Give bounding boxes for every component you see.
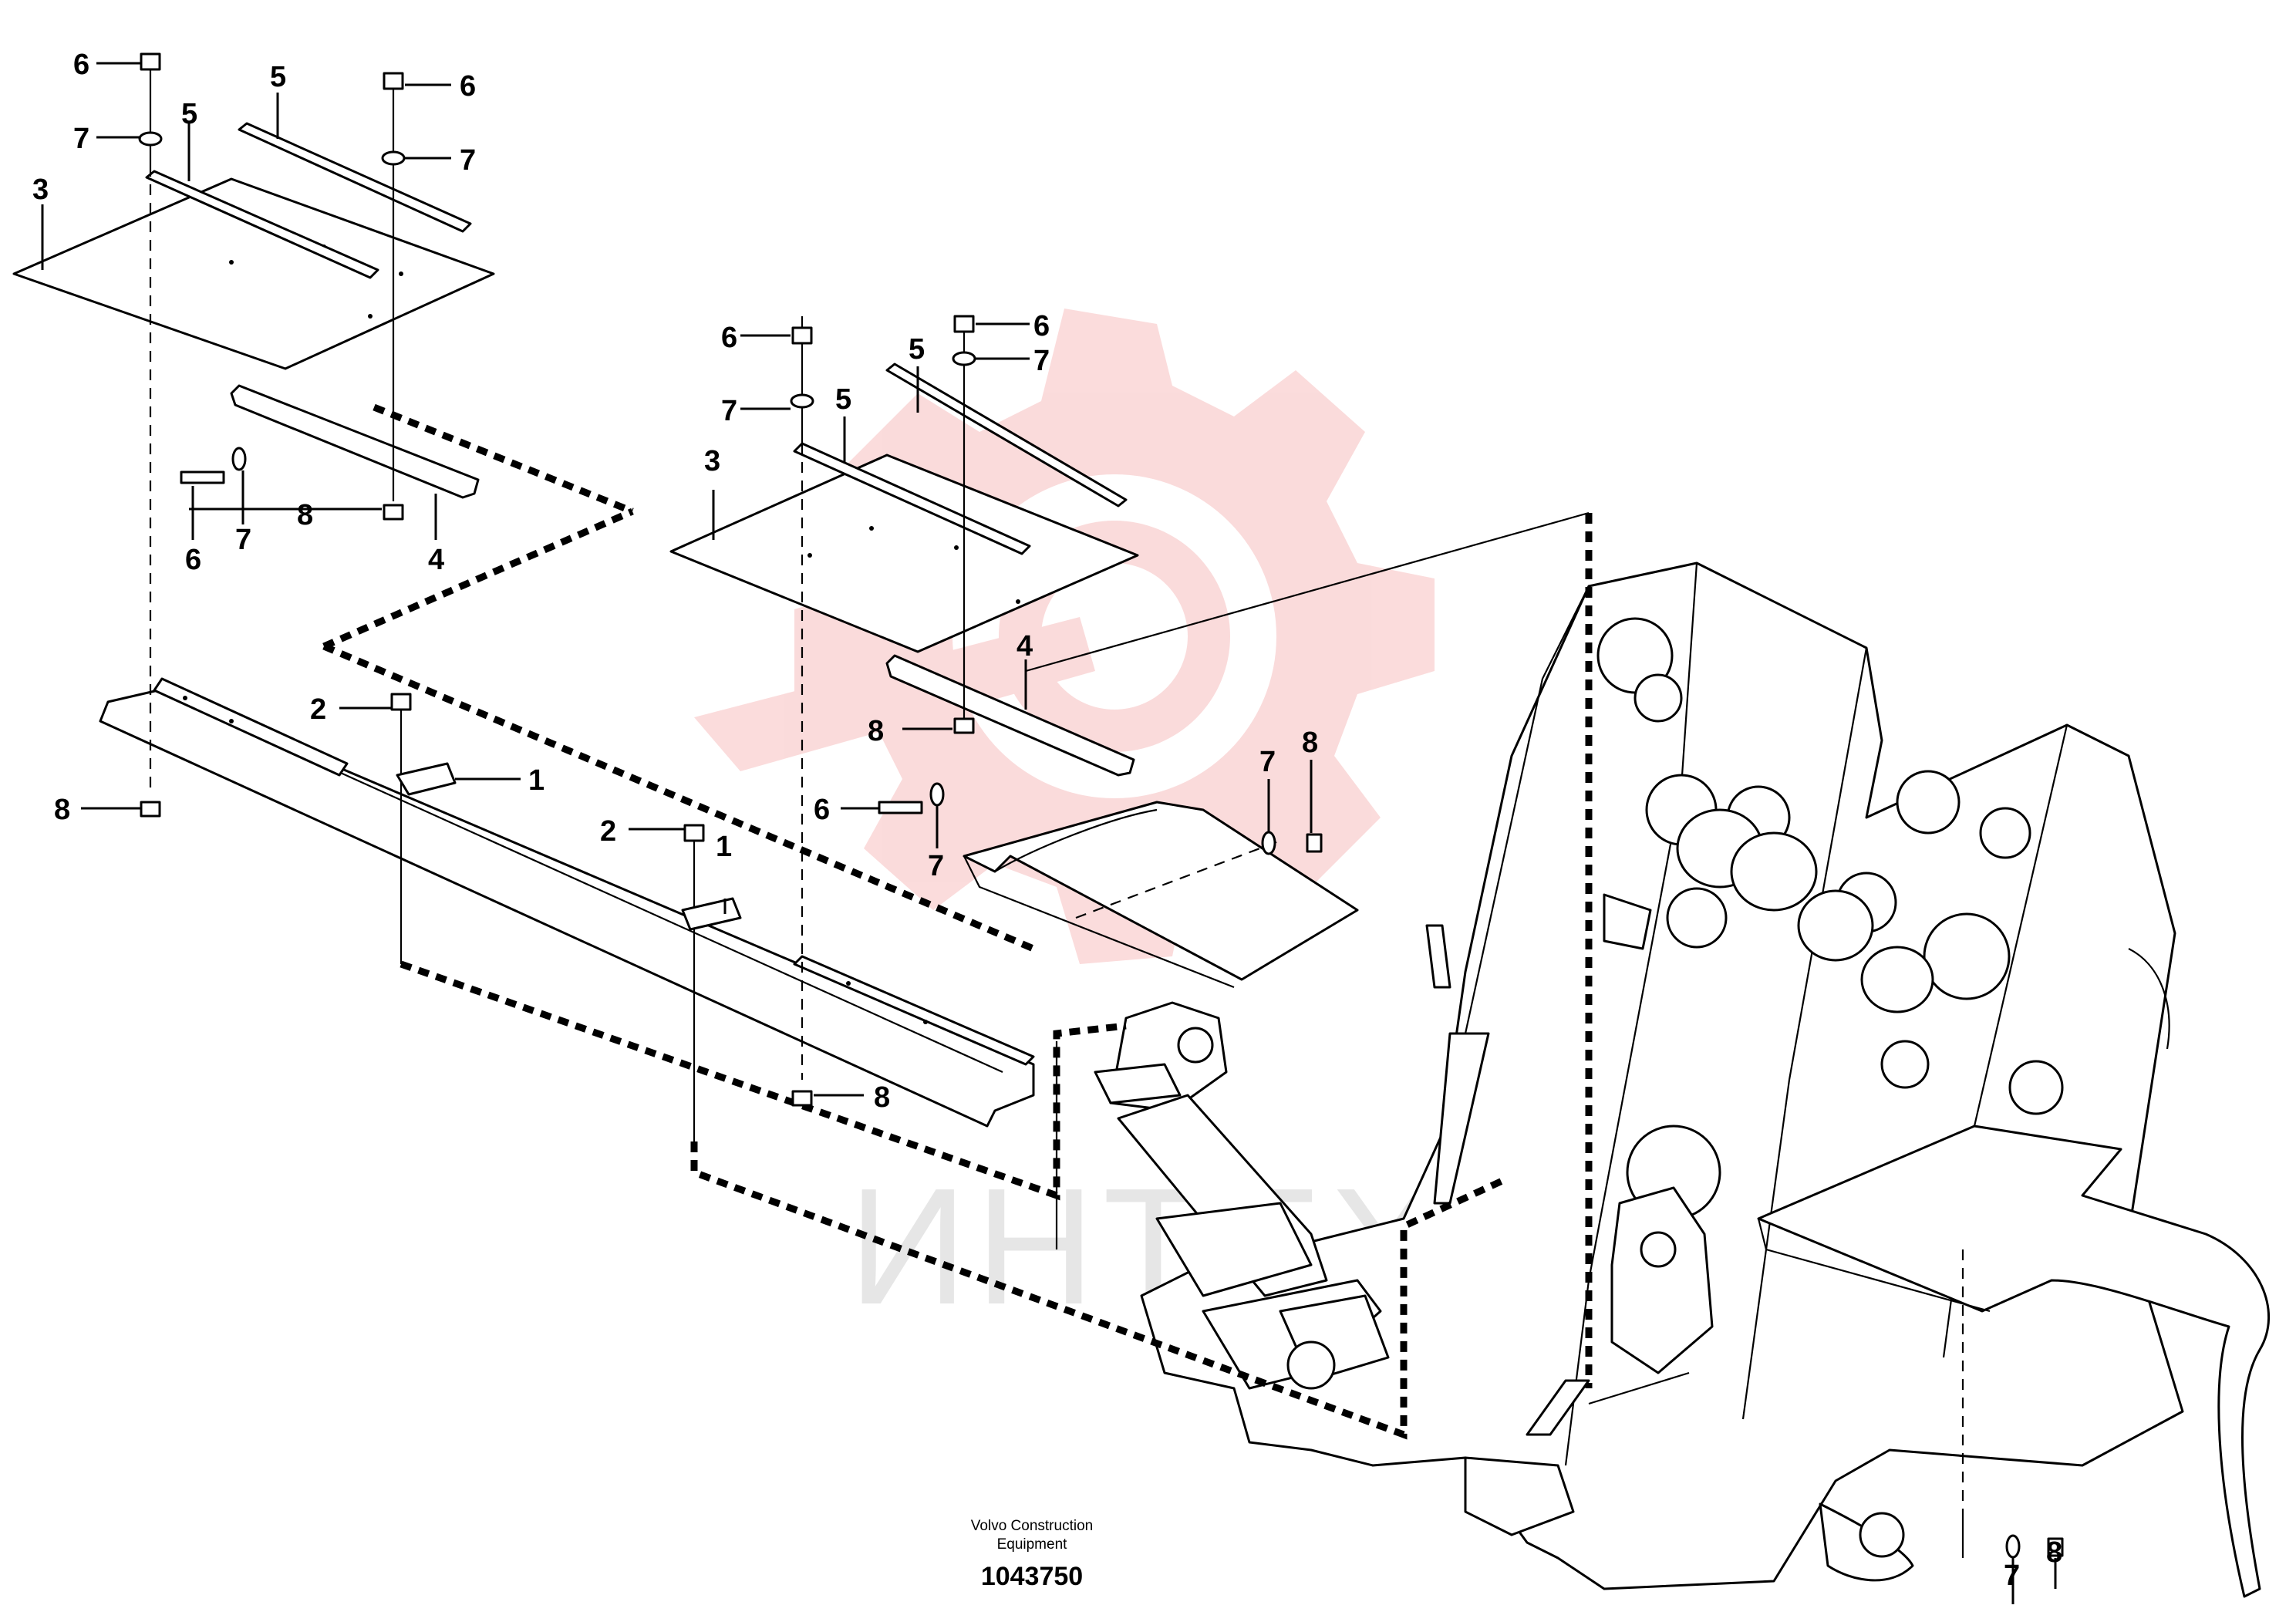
callout-7: 7 <box>2004 1560 2020 1592</box>
callout-5: 5 <box>909 333 925 366</box>
middle-plate-group <box>669 363 1139 777</box>
callout-8: 8 <box>868 715 884 747</box>
dashed-boundaries <box>149 166 1964 1512</box>
callout-2: 2 <box>600 815 616 848</box>
callout-6: 6 <box>721 322 737 354</box>
callout-8: 8 <box>297 499 313 531</box>
callout-labels: 6 7 5 6 7 5 3 8 7 6 4 6 7 6 5 7 5 3 4 8 … <box>32 49 2062 1592</box>
right-cover-plate <box>1757 1125 2271 1598</box>
callout-6: 6 <box>814 794 830 826</box>
drawing-footer: Volvo Construction Equipment 1043750 <box>971 1518 1093 1591</box>
callout-6: 6 <box>185 544 201 576</box>
top-left-plate-group <box>12 122 1035 953</box>
callout-2: 2 <box>310 693 326 726</box>
callout-5: 5 <box>270 61 286 93</box>
callout-3: 3 <box>32 174 49 206</box>
manufacturer-line2: Equipment <box>997 1536 1068 1553</box>
reference-number: 1043750 <box>981 1562 1083 1591</box>
callout-leaders <box>41 62 2057 1604</box>
fasteners <box>138 52 2064 1559</box>
callout-5: 5 <box>181 98 197 130</box>
callout-6: 6 <box>1033 310 1050 342</box>
center-fender-cover <box>963 801 1359 989</box>
left-beam <box>99 677 1035 1128</box>
callout-4: 4 <box>1017 630 1033 663</box>
callout-7: 7 <box>721 395 737 427</box>
callout-8: 8 <box>2046 1536 2062 1569</box>
callout-8: 8 <box>54 794 70 826</box>
callout-1: 1 <box>716 831 732 863</box>
callout-7: 7 <box>1259 746 1276 778</box>
callout-5: 5 <box>835 383 851 416</box>
callout-8: 8 <box>874 1081 890 1114</box>
callout-8: 8 <box>1302 727 1318 759</box>
callout-7: 7 <box>928 850 944 882</box>
callout-6: 6 <box>73 49 89 81</box>
manufacturer-line1: Volvo Construction <box>971 1518 1093 1534</box>
callout-7: 7 <box>1033 345 1050 377</box>
callout-3: 3 <box>704 445 720 477</box>
callout-1: 1 <box>528 764 544 797</box>
callout-6: 6 <box>460 70 476 103</box>
callout-4: 4 <box>428 544 444 576</box>
callout-7: 7 <box>460 144 476 177</box>
callout-7: 7 <box>235 524 251 556</box>
callout-7: 7 <box>73 123 89 155</box>
lift-arm-bracket <box>1094 1001 1390 1390</box>
